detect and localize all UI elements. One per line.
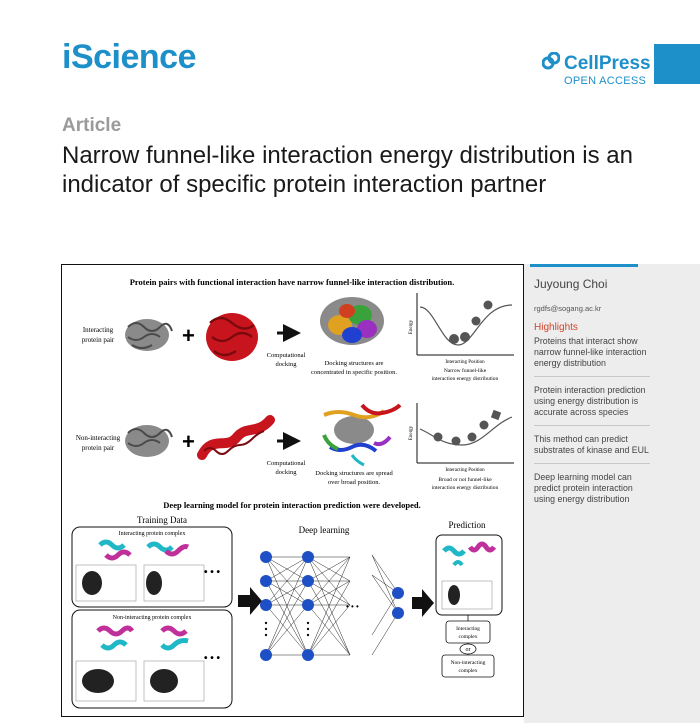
result-noninteracting-box — [441, 654, 495, 678]
noninteracting-complex-label: Non-interacting protein complex — [113, 615, 192, 621]
article-title: Narrow funnel-like interaction energy di… — [62, 142, 633, 198]
broad-caption-1: Broad or not funnel-like — [438, 476, 492, 483]
energy-axis-label-2: Energy — [409, 425, 414, 440]
highlights-list: Proteins that interact show narrow funne… — [534, 336, 650, 520]
result-or-bubble — [459, 643, 477, 655]
result-or: or — [466, 647, 471, 653]
header-accent-tab — [654, 44, 700, 84]
author-email[interactable]: rgdfs@sogang.ac.kr — [534, 304, 602, 313]
nn-vertical-dots — [264, 621, 310, 637]
interacting-complex-panel — [71, 526, 233, 608]
plus-sign-1: + — [182, 323, 195, 348]
red-protein-2 — [197, 415, 275, 460]
result-non-2: complex — [459, 668, 478, 674]
training-structure-4 — [160, 625, 189, 651]
output-arrow — [412, 589, 434, 617]
journal-logo: iScience — [62, 38, 196, 76]
prediction-structure — [442, 541, 497, 567]
highlight-item: Proteins that interact show narrow funne… — [534, 336, 650, 377]
training-structure-2 — [146, 541, 190, 557]
training-ellipsis-1: • • • — [204, 567, 221, 578]
training-scatter-2 — [143, 564, 205, 602]
article-type: Article — [62, 115, 122, 136]
energy-axis-label-1: Energy — [409, 319, 414, 334]
training-scatter-1 — [75, 564, 137, 602]
highlight-item: Deep learning model can predict protein … — [534, 472, 633, 504]
prediction-scatter — [441, 580, 493, 610]
open-access-label: OPEN ACCESS — [564, 75, 647, 87]
highlights-title: Highlights — [534, 322, 578, 333]
graphical-abstract-figure: Protein pairs with functional interactio… — [71, 277, 514, 709]
noninteracting-label-2: protein pair — [82, 444, 115, 452]
energy-plot-narrow — [416, 293, 514, 356]
docking-cluster-concentrated — [320, 297, 384, 345]
docking-concentrated-2: concentrated in specific position. — [311, 369, 397, 376]
docking-spread-2: over broad position. — [328, 479, 381, 486]
nn-nodes — [260, 551, 404, 661]
plus-sign-2: + — [182, 429, 195, 454]
narrow-caption-2: interaction energy distribution — [432, 376, 499, 382]
docking-concentrated-1: Docking structures are — [325, 360, 384, 367]
publisher-name: CellPress — [564, 53, 651, 74]
sidebar-accent-line — [530, 264, 638, 267]
position-axis-label-2: Interacting Position — [445, 468, 485, 473]
grey-protein-1 — [125, 319, 173, 351]
energy-plot-broad — [416, 403, 514, 464]
interacting-complex-label: Interacting protein complex — [119, 531, 186, 537]
red-protein-1 — [206, 313, 258, 361]
training-ellipsis-2: • • • — [204, 653, 221, 664]
training-structure-1 — [98, 539, 132, 561]
position-axis-label-1: Interacting Position — [445, 360, 485, 365]
result-interacting-2: complex — [459, 634, 478, 640]
training-data-label: Training Data — [137, 515, 187, 525]
sidebar: Juyoung Choi rgdfs@sogang.ac.kr Highligh… — [524, 264, 700, 723]
nn-ellipsis: • • • — [346, 602, 359, 611]
prediction-panel — [435, 534, 503, 616]
prediction-label: Prediction — [449, 520, 486, 530]
ga-top-heading: Protein pairs with functional interactio… — [130, 277, 455, 287]
neural-network — [265, 554, 399, 656]
noninteracting-complex-panel — [71, 609, 233, 709]
dl-heading: Deep learning model for protein interact… — [163, 500, 420, 510]
comp-docking-1a: Computational — [267, 352, 306, 359]
interacting-label-2: protein pair — [82, 336, 115, 344]
input-arrow — [238, 587, 262, 615]
deep-learning-label: Deep learning — [299, 525, 350, 535]
training-scatter-3 — [75, 660, 137, 702]
author-name: Juyoung Choi — [534, 277, 608, 291]
result-interacting-box — [445, 620, 491, 644]
comp-docking-2b: docking — [276, 469, 298, 476]
docking-cluster-spread — [322, 403, 402, 467]
noninteracting-label-1: Non-interacting — [76, 434, 121, 442]
comp-docking-2a: Computational — [267, 460, 306, 467]
cellpress-icon — [541, 51, 561, 76]
broad-caption-2: interaction energy distribution — [432, 485, 499, 491]
highlight-item: Protein interaction prediction using ene… — [534, 385, 650, 426]
training-structure-3 — [96, 625, 135, 651]
highlight-item: This method can predict substrates of ki… — [534, 434, 650, 464]
comp-docking-1b: docking — [276, 361, 298, 368]
interacting-label-1: Interacting — [83, 326, 114, 334]
result-non-1: Non-interacting — [451, 660, 486, 666]
cellpress-logo: CellPress OPEN ACCESS — [541, 51, 651, 87]
result-interacting-1: Interacting — [456, 626, 480, 632]
docking-spread-1: Docking structures are spread — [315, 470, 393, 477]
graphical-abstract: Protein pairs with functional interactio… — [61, 264, 524, 717]
narrow-caption-1: Narrow funnel-like — [444, 367, 487, 374]
training-scatter-4 — [143, 660, 205, 702]
grey-protein-2 — [125, 425, 173, 457]
